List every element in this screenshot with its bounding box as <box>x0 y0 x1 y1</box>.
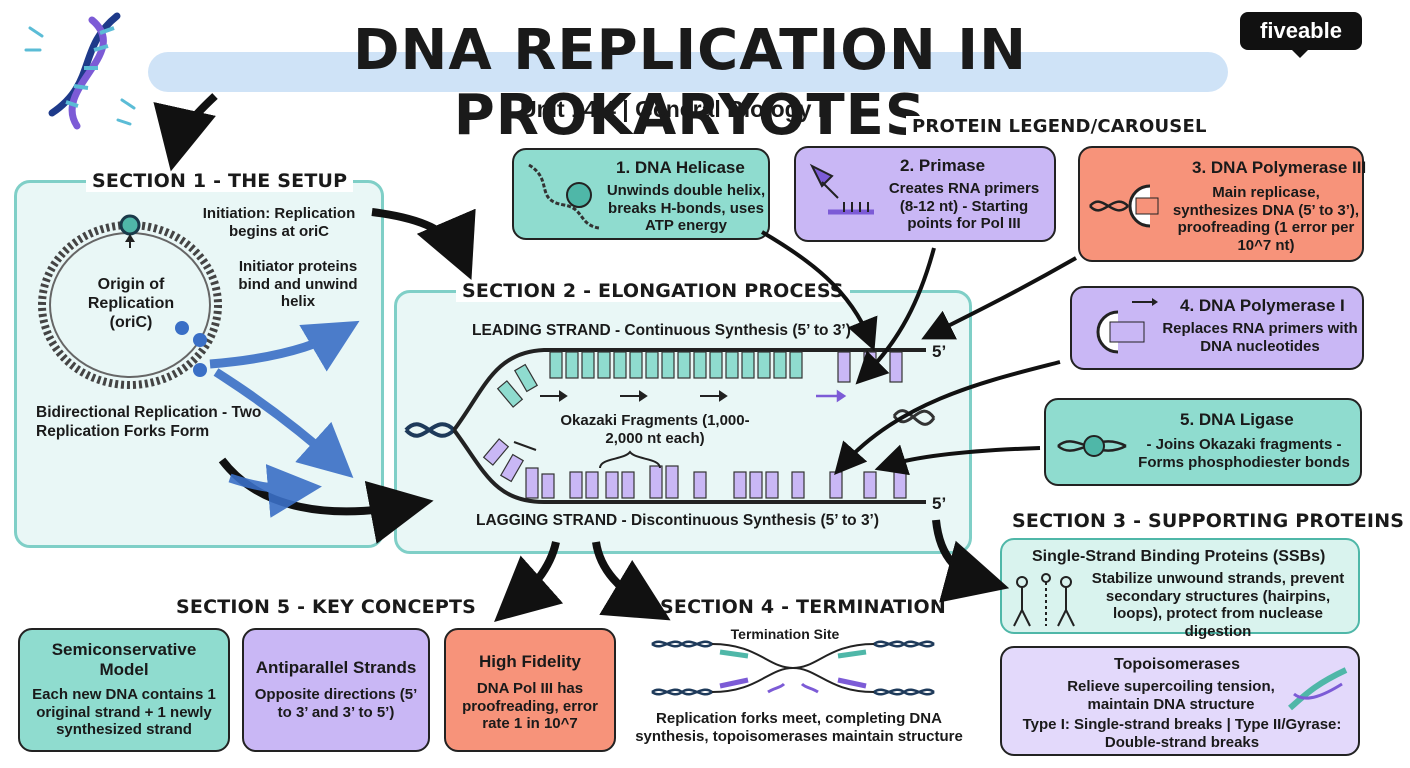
bidirectional-label: Bidirectional Replication - Two Replicat… <box>36 404 262 440</box>
pol1-text: Replaces RNA primers with DNA nucleotide… <box>1162 320 1358 355</box>
leading-strand-label: LEADING STRAND - Continuous Synthesis (5… <box>472 322 851 339</box>
legend-title: PROTEIN LEGEND/CAROUSEL <box>906 116 1213 137</box>
lagging-strand-label: LAGGING STRAND - Discontinuous Synthesis… <box>476 512 880 529</box>
pol3-text: Main replicase, synthesizes DNA (5’ to 3… <box>1172 184 1360 255</box>
topoisomerase-card[interactable]: Topoisomerases Relieve supercoiling tens… <box>1000 646 1360 756</box>
concept-card-semiconservative[interactable]: Semiconservative Model Each new DNA cont… <box>18 628 230 752</box>
primase-icon <box>809 163 874 215</box>
ligase-icon <box>1057 435 1127 457</box>
concept-card-antiparallel[interactable]: Antiparallel Strands Opposite directions… <box>242 628 430 752</box>
concept-fidelity-title: High Fidelity <box>479 652 581 671</box>
fiveable-logo[interactable]: fiveable <box>1240 12 1362 50</box>
helicase-icon <box>528 163 600 230</box>
section3-title: SECTION 3 - SUPPORTING PROTEINS <box>1006 510 1410 532</box>
concept-antiparallel-title: Antiparallel Strands <box>255 658 417 677</box>
ssb-icon <box>1013 573 1075 627</box>
pol1-icon <box>1096 298 1158 354</box>
topo-title: Topoisomerases <box>1114 656 1240 673</box>
connector-arrows <box>153 93 1077 622</box>
section1-title: SECTION 1 - THE SETUP <box>86 170 354 192</box>
topo-text: Relieve supercoiling tension, maintain D… <box>1067 678 1275 713</box>
primase-title: 2. Primase <box>900 156 986 175</box>
legend-card-primase[interactable]: 2. Primase Creates RNA primers (8-12 nt)… <box>794 146 1056 242</box>
ligase-title: 5. DNA Ligase <box>1180 410 1294 429</box>
origin-label: Origin of Replication (oriC) <box>87 276 175 331</box>
dna-helix-icon <box>24 12 136 130</box>
ssb-card[interactable]: Single-Strand Binding Proteins (SSBs) St… <box>1000 538 1360 640</box>
section4-title: SECTION 4 - TERMINATION <box>654 596 953 618</box>
legend-card-pol1[interactable]: 4. DNA Polymerase I Replaces RNA primers… <box>1070 286 1364 370</box>
termination-site-label: Termination Site <box>730 626 840 642</box>
initiator-label: Initiator proteins bind and unwind helix <box>238 258 358 311</box>
helicase-text: Unwinds double helix, breaks H-bonds, us… <box>606 182 766 235</box>
primase-text: Creates RNA primers (8-12 nt) - Starting… <box>888 180 1040 233</box>
title-highlight <box>148 52 1228 92</box>
page-subtitle: Unit 14.4 | General Biology I <box>520 96 825 122</box>
concept-semiconservative-text: Each new DNA contains 1 original strand … <box>32 686 216 739</box>
okazaki-label: Okazaki Fragments (1,000-2,000 nt each) <box>560 412 750 447</box>
five-prime-bottom: 5’ <box>932 494 947 513</box>
concept-fidelity-text: DNA Pol III has proofreading, error rate… <box>462 680 598 733</box>
logo-tail <box>1290 48 1310 58</box>
legend-card-ligase[interactable]: 5. DNA Ligase - Joins Okazaki fragments … <box>1044 398 1362 486</box>
section5-title: SECTION 5 - KEY CONCEPTS <box>170 596 483 618</box>
pol3-title: 3. DNA Polymerase III <box>1192 158 1367 177</box>
five-prime-top: 5’ <box>932 342 947 361</box>
helicase-title: 1. DNA Helicase <box>616 158 745 177</box>
pol3-icon <box>1089 184 1159 228</box>
topoisomerase-icon <box>1288 667 1348 711</box>
pol1-title: 4. DNA Polymerase I <box>1180 296 1345 315</box>
topo-types: Type I: Single-strand breaks | Type II/G… <box>1022 716 1342 751</box>
legend-card-pol3[interactable]: 3. DNA Polymerase III Main replicase, sy… <box>1078 146 1367 262</box>
concept-antiparallel-text: Opposite directions (5’ to 3’ and 3’ to … <box>254 686 418 721</box>
page-title: DNA REPLICATION IN PROKARYOTES <box>353 18 1027 148</box>
section2-title: SECTION 2 - ELONGATION PROCESS <box>456 280 850 302</box>
ssb-title: Single-Strand Binding Proteins (SSBs) <box>1032 548 1326 565</box>
initiation-label: Initiation: Replication begins at oriC <box>202 205 356 240</box>
termination-text: Replication forks meet, completing DNA s… <box>635 710 963 745</box>
ssb-text: Stabilize unwound strands, prevent secon… <box>1091 570 1345 641</box>
termination-diagram <box>651 640 935 696</box>
ligase-text: - Joins Okazaki fragments - Forms phosph… <box>1138 436 1350 471</box>
parent-dna-icon <box>404 422 456 438</box>
legend-card-helicase[interactable]: 1. DNA Helicase Unwinds double helix, br… <box>512 148 770 240</box>
initiator-proteins-icon <box>175 321 207 377</box>
concept-card-fidelity[interactable]: High Fidelity DNA Pol III has proofreadi… <box>444 628 616 752</box>
concept-semiconservative-title: Semiconservative Model <box>51 640 197 680</box>
circular-chromosome <box>38 214 222 389</box>
